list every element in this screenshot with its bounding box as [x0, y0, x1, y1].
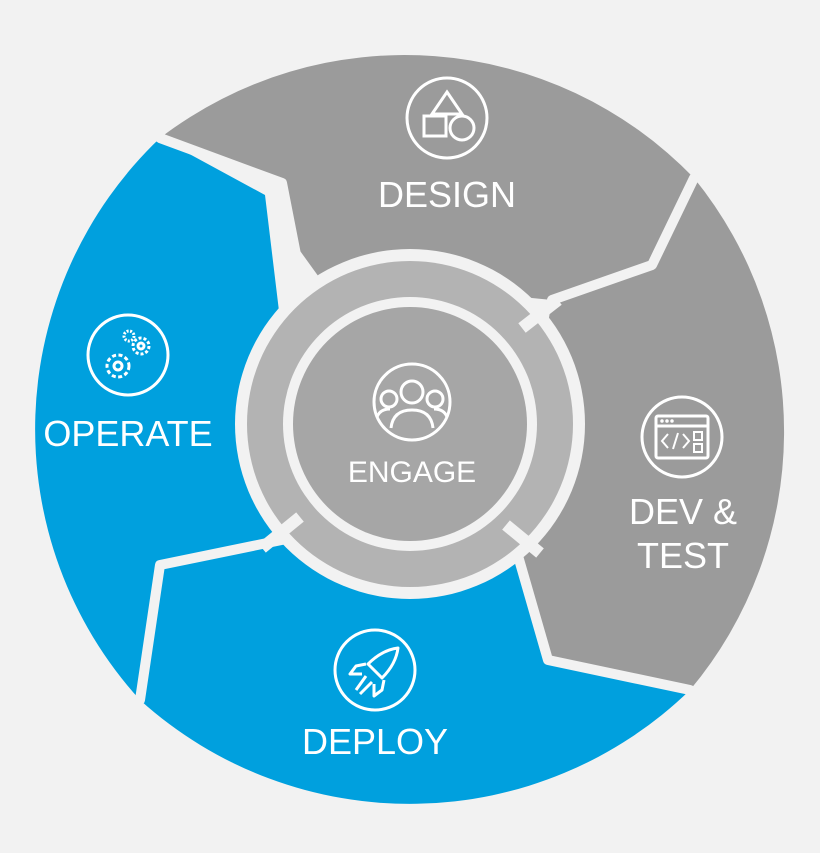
segment-dev-test[interactable]: [512, 178, 785, 690]
ring-gaps: [258, 246, 562, 558]
center-disc[interactable]: [293, 307, 527, 541]
code-window-icon: [640, 395, 724, 479]
segment-dev-test-label-line2: TEST: [637, 535, 729, 576]
segment-design-label: DESIGN: [378, 174, 516, 215]
segment-dev-test-label-line1: DEV &: [629, 491, 737, 532]
shapes-icon: [405, 76, 489, 160]
segment-operate[interactable]: [35, 138, 307, 700]
rocket-icon: [333, 628, 417, 712]
people-group-icon: [372, 362, 452, 442]
segment-operate-label: OPERATE: [43, 413, 212, 454]
center-label: ENGAGE: [348, 456, 476, 489]
gears-icon: [86, 313, 170, 397]
segment-deploy-label: DEPLOY: [302, 721, 448, 762]
segment-separators: [135, 133, 699, 705]
